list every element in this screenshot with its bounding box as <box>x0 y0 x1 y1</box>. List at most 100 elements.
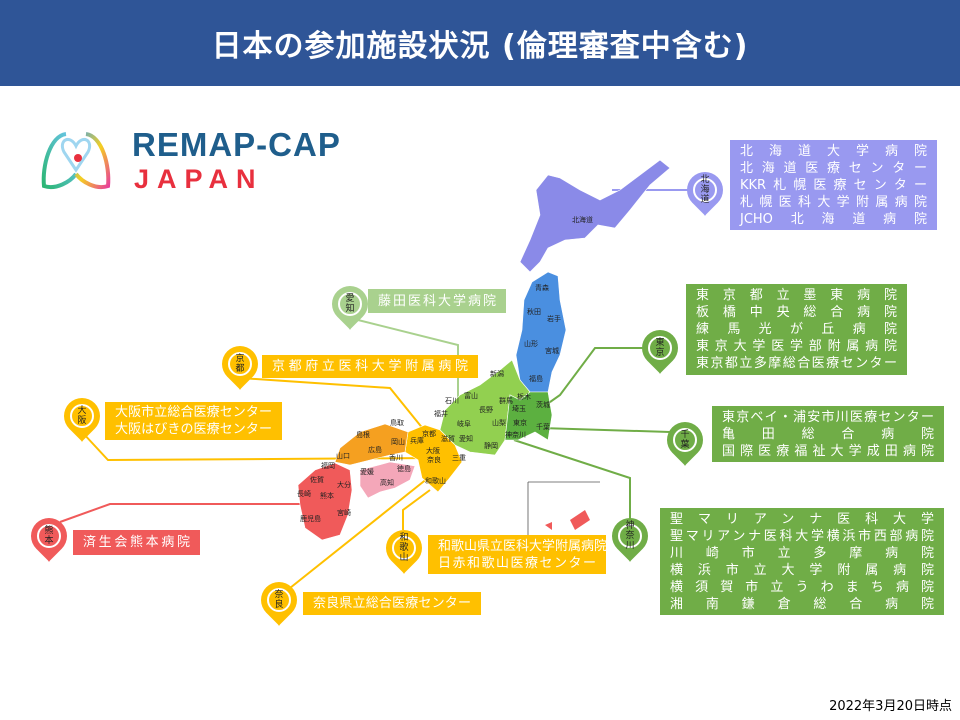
pin-char: 川 <box>625 541 635 551</box>
leader-line-kumamoto <box>59 503 326 523</box>
remap-cap-japan-logo: REMAP-CAP JAPAN <box>36 126 346 196</box>
map-pin-kanagawa: 神奈川 <box>604 510 656 562</box>
hospital-list-kanagawa: 聖マリアンナ医科大学聖マリアンナ医科大学横浜市西部病院川崎市立多摩病院横浜市立大… <box>660 508 944 615</box>
region-kinki <box>404 424 463 493</box>
hospital-name: 大阪はびきの医療センター <box>115 422 272 437</box>
pin-label: 和歌山 <box>392 533 416 563</box>
pin-char: 大 <box>77 406 87 416</box>
prefecture-label: 三重 <box>452 454 466 462</box>
prefecture-label: 岐阜 <box>457 419 471 428</box>
prefecture-label: 神奈川 <box>505 430 526 439</box>
hospital-name: JCHO北海道病院 <box>740 211 927 227</box>
prefecture-label: 奈良 <box>427 455 441 464</box>
pin-char: 知 <box>345 304 355 314</box>
pin-char: 歌 <box>399 543 409 553</box>
hospital-name: 和歌山県立医科大学附属病院 <box>438 538 608 554</box>
hospital-name: 湘南鎌倉総合病院 <box>670 596 934 612</box>
leader-lines <box>59 189 690 589</box>
map-pin-kyoto: 京都 <box>214 338 266 390</box>
logo-text-japan: JAPAN <box>134 164 264 194</box>
pin-char: 海 <box>700 185 710 195</box>
hospital-name: 東京都立多摩総合医療センター <box>696 356 897 371</box>
hospital-name: 大阪市立総合医療センター <box>115 405 272 420</box>
pin-char: 山 <box>399 553 409 563</box>
pin-label: 奈良 <box>267 588 291 612</box>
hospital-list-kyoto: 京都府立医科大学附属病院 <box>262 355 478 378</box>
pin-char: 奈 <box>625 531 635 541</box>
prefecture-label: 福井 <box>434 409 448 418</box>
prefecture-label: 福岡 <box>321 461 335 470</box>
pin-char: 京 <box>655 348 665 358</box>
page-title: 日本の参加施設状況 (倫理審査中含む) <box>211 29 749 64</box>
region-shikoku <box>359 461 416 499</box>
pin-char: 東 <box>655 338 665 348</box>
prefecture-label: 徳島 <box>397 464 411 473</box>
hospital-name: 聖マリアンナ医科大学横浜市西部病院 <box>670 528 934 544</box>
leader-line-wakayama <box>402 489 431 530</box>
hospital-name: 東京都立墨東病院 <box>696 288 897 303</box>
prefecture-label: 岩手 <box>547 314 561 323</box>
pin-label: 京都 <box>228 352 252 376</box>
hospital-list-nara: 奈良県立総合医療センター <box>303 592 481 615</box>
prefecture-label: 宮崎 <box>337 508 351 517</box>
hospital-name: 東京大学医学部附属病院 <box>696 339 897 354</box>
map-pin-chiba: 千葉 <box>659 414 711 466</box>
hospital-name: 済生会熊本病院 <box>83 535 190 550</box>
hospital-name: 聖マリアンナ医科大学 <box>670 511 934 527</box>
prefecture-label: 鳥取 <box>390 418 404 427</box>
map-pin-aichi: 愛知 <box>324 278 376 330</box>
hospital-name: 東京ベイ・浦安市川医療センター <box>722 409 934 425</box>
prefecture-label: 青森 <box>535 283 549 292</box>
hospital-name: 横須賀市立うわまち病院 <box>670 579 934 595</box>
hospital-name: 川崎市立多摩病院 <box>670 545 934 561</box>
prefecture-label: 京都 <box>422 429 436 438</box>
prefecture-label: 大分 <box>337 480 351 489</box>
leader-line-chiba <box>540 427 671 433</box>
region-okinawa-inset <box>527 481 600 545</box>
pin-label: 神奈川 <box>618 521 642 551</box>
as-of-date: 2022年3月20日時点 <box>829 699 952 714</box>
prefecture-label: 山梨 <box>492 418 506 427</box>
pin-char: 都 <box>235 364 245 374</box>
leader-line-kyoto <box>239 377 429 436</box>
prefecture-label: 滋賀 <box>441 434 455 443</box>
prefecture-label: 埼玉 <box>512 404 526 413</box>
prefecture-label: 群馬 <box>499 396 513 405</box>
prefecture-label: 広島 <box>368 445 382 454</box>
prefecture-label: 静岡 <box>484 441 498 450</box>
pin-char: 熊 <box>44 526 54 536</box>
pin-label: 熊本 <box>37 524 61 548</box>
hospital-name: 北海道医療センター <box>740 160 927 176</box>
prefecture-label: 島根 <box>356 430 370 439</box>
hospital-name: 日赤和歌山医療センター <box>438 555 596 571</box>
prefecture-label: 熊本 <box>320 491 334 500</box>
leader-line-osaka <box>81 431 433 462</box>
pin-char: 北 <box>700 175 710 185</box>
pin-label: 大阪 <box>70 404 94 428</box>
map-pin-wakayama: 和歌山 <box>378 522 430 574</box>
prefecture-label: 香川 <box>389 453 403 462</box>
region-chugoku <box>334 423 409 466</box>
hospital-list-tokyo: 東京都立墨東病院板橋中央総合病院練馬光が丘病院東京大学医学部附属病院東京都立多摩… <box>686 284 907 375</box>
pin-char: 道 <box>700 195 710 205</box>
prefecture-label: 長崎 <box>297 489 311 498</box>
logo-text-remap-cap: REMAP-CAP <box>132 126 341 163</box>
prefecture-label: 愛媛 <box>360 467 374 476</box>
region-hokkaido <box>519 159 671 273</box>
pin-char: 葉 <box>680 440 690 450</box>
hospital-name: 横浜市立大学附属病院 <box>670 562 934 578</box>
map-pin-nara: 奈良 <box>253 574 305 626</box>
prefecture-label: 佐賀 <box>310 475 324 484</box>
hospital-list-chiba: 東京ベイ・浦安市川医療センター亀田総合病院国際医療福祉大学成田病院 <box>712 406 944 462</box>
pin-char: 奈 <box>274 590 284 600</box>
prefecture-label: 富山 <box>464 391 478 400</box>
leader-line-nara <box>289 477 429 589</box>
pin-char: 和 <box>399 533 409 543</box>
hospital-name: 藤田医科大学病院 <box>378 293 496 309</box>
pin-label: 千葉 <box>673 428 697 452</box>
hospital-list-kumamoto: 済生会熊本病院 <box>73 530 200 555</box>
map-regions <box>297 159 671 545</box>
prefecture-label: 新潟 <box>490 369 504 378</box>
